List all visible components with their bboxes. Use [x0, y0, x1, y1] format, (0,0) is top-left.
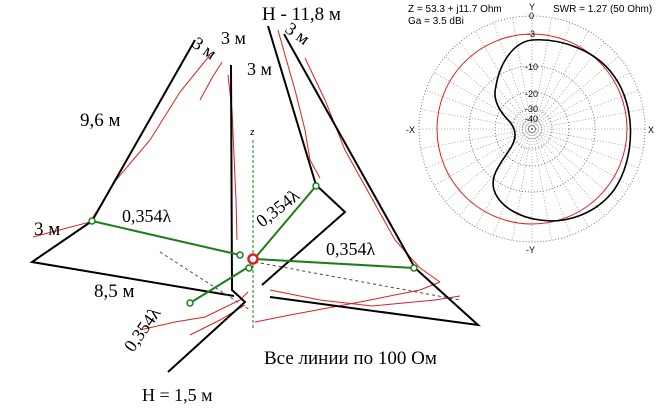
line-right-label: 0,354λ: [326, 239, 376, 259]
polar-spoke: [531, 30, 589, 130]
ring-label-10: -10: [525, 62, 538, 72]
axis-z-label: z: [250, 127, 255, 137]
len-top-c-label: 3 м: [247, 59, 272, 79]
len-left-tip-label: 3 м: [34, 219, 60, 240]
polar-spoke: [445, 128, 533, 202]
polar-spoke: [531, 128, 619, 202]
polar-spoke: [531, 109, 644, 130]
polar-top-label: Y: [529, 2, 535, 12]
ring-label-30: -30: [525, 104, 538, 114]
polar-bottom-label: -Y: [526, 245, 535, 255]
polar-spoke: [420, 128, 533, 149]
ring-label-0: 0: [529, 11, 534, 21]
ring-label-3: -3: [527, 29, 535, 39]
polar-spoke: [433, 72, 533, 130]
len-top-b-label: 3 м: [189, 33, 221, 64]
polar-plot: 0 -3 -10 -20 -30 -40 Y -Y -X X: [406, 2, 654, 255]
polar-spoke: [531, 17, 552, 130]
swr-readout: SWR = 1.27 (50 Ohm): [553, 4, 652, 15]
polar-spoke: [475, 128, 533, 228]
height-top-label: H - 11,8 м: [262, 4, 341, 25]
line-left-label: 0,354λ: [122, 206, 172, 226]
polar-spoke: [512, 128, 533, 241]
polar-spoke: [531, 72, 631, 130]
polar-spoke: [531, 128, 571, 236]
polar-spoke: [531, 128, 631, 186]
ring-label-20: -20: [525, 89, 538, 99]
ring-3db: [436, 33, 628, 225]
wire-top: [261, 25, 347, 286]
polar-spoke: [531, 90, 639, 130]
len-top-a-label: 3 м: [221, 28, 246, 48]
antenna-wires: [29, 25, 482, 373]
polar-spoke: [531, 128, 552, 241]
tline-left: [91, 220, 241, 256]
transmission-lines: [91, 185, 415, 304]
readout: Z = 53.3 + j11.7 Ohm SWR = 1.27 (50 Ohm)…: [408, 4, 652, 27]
polar-spokes: [419, 16, 645, 242]
polar-spoke: [425, 90, 533, 130]
wire-right: [269, 33, 482, 327]
feed-point: [247, 253, 259, 265]
tline-lower: [189, 265, 251, 304]
len-left-upper-label: 9,6 м: [80, 110, 121, 131]
line-ends: [88, 182, 418, 307]
polar-spoke: [531, 42, 605, 130]
polar-spoke: [531, 56, 619, 130]
line-lower-label: 0,354λ: [120, 303, 165, 355]
polar-spoke: [531, 22, 571, 130]
polar-rings: [418, 15, 646, 243]
polar-spoke: [493, 128, 533, 236]
polar-right-label: X: [648, 125, 654, 135]
wire-bottom: [167, 64, 247, 373]
polar-spoke: [531, 128, 639, 168]
labels: H - 11,8 м H = 1,5 м 9,6 м 3 м 8,5 м 3 м…: [34, 4, 437, 405]
polar-spoke: [531, 128, 605, 216]
height-bottom-label: H = 1,5 м: [142, 385, 213, 405]
radiation-pattern: [492, 39, 632, 222]
impedance-readout: Z = 53.3 + j11.7 Ohm: [408, 4, 502, 15]
note-label: Все линии по 100 Ом: [264, 348, 437, 369]
polar-spoke: [445, 56, 533, 130]
polar-spoke: [459, 128, 533, 216]
polar-spoke: [531, 128, 644, 149]
tline-right: [254, 258, 415, 269]
polar-spoke: [512, 17, 533, 130]
wire-left: [29, 39, 235, 297]
polar-spoke: [493, 22, 533, 130]
gain-readout: Ga = 3.5 dBi: [408, 16, 464, 27]
polar-spoke: [425, 128, 533, 168]
polar-spoke: [459, 42, 533, 130]
line-upper-label: 0,354λ: [252, 185, 303, 231]
polar-spoke: [531, 128, 589, 228]
tline-upper: [254, 185, 317, 259]
polar-spoke: [475, 30, 533, 130]
len-left-bottom-label: 8,5 м: [94, 281, 135, 302]
polar-spoke: [433, 128, 533, 186]
polar-left-label: -X: [406, 125, 415, 135]
ring-label-40: -40: [525, 114, 538, 124]
